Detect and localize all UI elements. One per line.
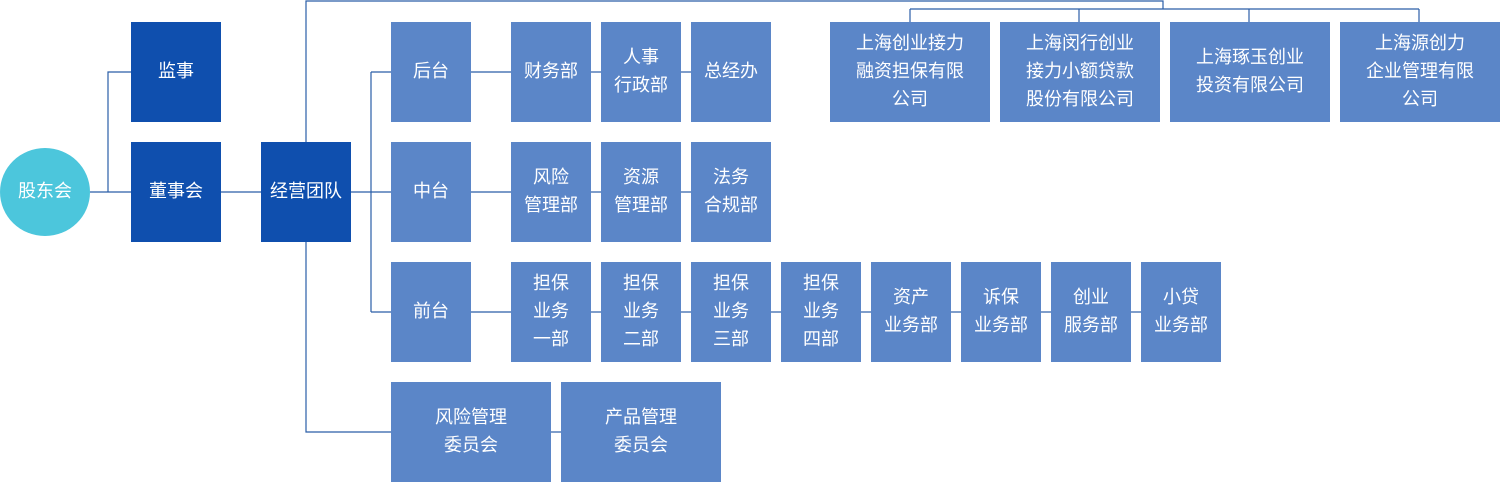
guarantee-dept-1-node: 担保 业务 一部 [511, 262, 591, 362]
guarantee-dept-4-node: 担保 业务 四部 [781, 262, 861, 362]
finance-dept-node: 财务部 [511, 22, 591, 122]
gm-office-node: 总经办 [691, 22, 771, 122]
resource-mgmt-dept-node: 资源 管理部 [601, 142, 681, 242]
startup-service-dept-node: 创业 服务部 [1051, 262, 1131, 362]
subsidiary-3-node: 上海琢玉创业 投资有限公司 [1170, 22, 1330, 122]
litigation-guarantee-dept-node: 诉保 业务部 [961, 262, 1041, 362]
micro-loan-dept-node: 小贷 业务部 [1141, 262, 1221, 362]
shareholders-node: 股东会 [0, 148, 90, 236]
risk-committee-node: 风险管理 委员会 [391, 382, 551, 482]
board-node: 董事会 [131, 142, 221, 242]
front-office-node: 前台 [391, 262, 471, 362]
guarantee-dept-2-node: 担保 业务 二部 [601, 262, 681, 362]
subsidiary-4-node: 上海源创力 企业管理有限 公司 [1340, 22, 1500, 122]
asset-business-dept-node: 资产 业务部 [871, 262, 951, 362]
guarantee-dept-3-node: 担保 业务 三部 [691, 262, 771, 362]
management-team-node: 经营团队 [261, 142, 351, 242]
hr-admin-dept-node: 人事 行政部 [601, 22, 681, 122]
risk-mgmt-dept-node: 风险 管理部 [511, 142, 591, 242]
middle-office-node: 中台 [391, 142, 471, 242]
subsidiary-1-node: 上海创业接力 融资担保有限 公司 [830, 22, 990, 122]
supervisor-node: 监事 [131, 22, 221, 122]
back-office-node: 后台 [391, 22, 471, 122]
product-committee-node: 产品管理 委员会 [561, 382, 721, 482]
subsidiary-2-node: 上海闵行创业 接力小额贷款 股份有限公司 [1000, 22, 1160, 122]
legal-compliance-dept-node: 法务 合规部 [691, 142, 771, 242]
